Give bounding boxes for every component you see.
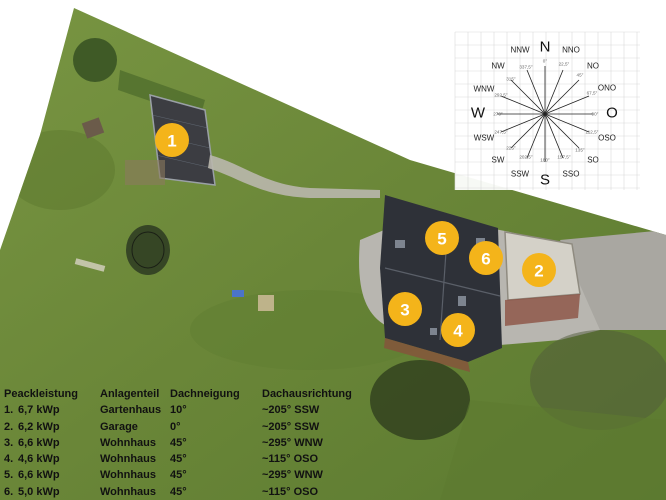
compass-ssw: SSW — [511, 170, 530, 179]
compass-deg-45: 45° — [577, 73, 584, 78]
compass-s: S — [540, 172, 550, 189]
row-tilt: 45° — [170, 485, 187, 498]
row-part: Garage — [100, 420, 138, 433]
row-power: 6,6 kWp — [18, 436, 60, 449]
row-power: 5,0 kWp — [18, 485, 60, 498]
compass-deg-22: 22,5° — [559, 62, 570, 67]
compass-nno: NNO — [562, 46, 580, 55]
compass-grid — [454, 31, 640, 190]
marker-3: 3 — [388, 292, 422, 326]
marker-6: 6 — [469, 241, 503, 275]
header-part: Anlagenteil — [100, 388, 160, 400]
row-number: 4. — [4, 453, 14, 466]
row-part: Wohnhaus — [100, 485, 157, 498]
row-direction: ~205° SSW — [262, 420, 320, 433]
svg-text:1: 1 — [167, 132, 176, 151]
row-tilt: 10° — [170, 404, 187, 417]
compass-no: NO — [587, 62, 599, 71]
marker-2: 2 — [522, 253, 556, 287]
compass-ono: ONO — [598, 84, 616, 93]
trampoline — [126, 225, 170, 275]
row-power: 4,6 kWp — [18, 453, 60, 466]
compass-wnw: WNW — [474, 85, 495, 94]
marker-4: 4 — [441, 313, 475, 347]
row-direction: ~205° SSW — [262, 404, 320, 417]
row-power: 6,2 kWp — [18, 420, 60, 433]
compass-w: W — [471, 105, 486, 122]
compass-oso: OSO — [598, 134, 616, 143]
row-number: 3. — [4, 436, 14, 449]
compass-deg-0: 0° — [543, 59, 548, 64]
table-row: 6. 5,0 kWp Wohnhaus 45° ~115° OSO — [4, 484, 372, 500]
row-number: 5. — [4, 469, 14, 482]
svg-text:5: 5 — [437, 230, 446, 249]
row-direction: ~295° WNW — [262, 436, 323, 449]
table-row: 1. 6,7 kWp Gartenhaus 10° ~205° SSW — [4, 402, 372, 418]
compass-deg-315: 315° — [506, 77, 516, 82]
header-power: Peackleistung — [4, 388, 78, 400]
svg-text:3: 3 — [400, 301, 409, 320]
compass-rays — [497, 66, 593, 162]
row-tilt: 45° — [170, 453, 187, 466]
marker-5: 5 — [425, 221, 459, 255]
compass-nw: NW — [491, 62, 505, 71]
compass-sso: SSO — [563, 170, 580, 179]
compass-deg-112: 112,5° — [586, 130, 599, 135]
compass-sw: SW — [492, 156, 505, 165]
table-header-row: Peackleistung Anlagenteil Dachneigung Da… — [4, 386, 372, 402]
row-direction: ~295° WNW — [262, 469, 323, 482]
compass-deg-337: 337,5° — [519, 65, 532, 70]
row-part: Gartenhaus — [100, 404, 162, 417]
compass-deg-202: 202,5° — [519, 155, 532, 160]
compass-deg-157: 157,5° — [557, 155, 570, 160]
svg-text:4: 4 — [453, 322, 463, 341]
compass-deg-135: 135° — [575, 148, 585, 153]
row-power: 6,6 kWp — [18, 469, 60, 482]
compass-deg-67: 67,5° — [587, 91, 598, 96]
compass-o: O — [606, 105, 618, 122]
row-direction: ~115° OSO — [262, 485, 319, 498]
compass-deg-270: 270° — [493, 112, 503, 117]
row-number: 1. — [4, 404, 14, 417]
row-tilt: 45° — [170, 436, 187, 449]
row-part: Wohnhaus — [100, 436, 157, 449]
header-tilt: Dachneigung — [170, 388, 240, 400]
table-row: 4. 4,6 kWp Wohnhaus 45° ~115° OSO — [4, 451, 372, 467]
compass-so: SO — [587, 156, 599, 165]
compass-wsw: WSW — [474, 134, 495, 143]
table-row: 3. 6,6 kWp Wohnhaus 45° ~295° WNW — [4, 435, 372, 451]
marker-1: 1 — [155, 123, 189, 157]
table-row: 2. 6,2 kWp Garage 0° ~205° SSW — [4, 419, 372, 435]
row-part: Wohnhaus — [100, 453, 157, 466]
svg-text:2: 2 — [534, 262, 543, 281]
row-number: 2. — [4, 420, 14, 433]
row-part: Wohnhaus — [100, 469, 157, 482]
svg-text:6: 6 — [481, 250, 490, 269]
row-tilt: 45° — [170, 469, 187, 482]
compass-deg-292: 292,5° — [494, 93, 507, 98]
compass-rose: N O S W NNW NNO NW NO WNW ONO WSW OSO SW… — [454, 31, 640, 190]
compass-deg-180: 180° — [540, 158, 550, 163]
compass-nnw: NNW — [510, 46, 530, 55]
compass-n: N — [540, 39, 551, 56]
row-number: 6. — [4, 485, 14, 498]
row-power: 6,7 kWp — [18, 404, 60, 417]
table-row: 5. 6,6 kWp Wohnhaus 45° ~295° WNW — [4, 467, 372, 483]
row-direction: ~115° OSO — [262, 453, 319, 466]
compass-deg-225: 225° — [506, 146, 516, 151]
header-direction: Dachausrichtung — [262, 388, 352, 400]
compass-deg-90: 90° — [592, 112, 599, 117]
pv-system-table: Peackleistung Anlagenteil Dachneigung Da… — [4, 386, 372, 500]
compass-deg-247: 247,5° — [494, 130, 507, 135]
row-tilt: 0° — [170, 420, 181, 433]
